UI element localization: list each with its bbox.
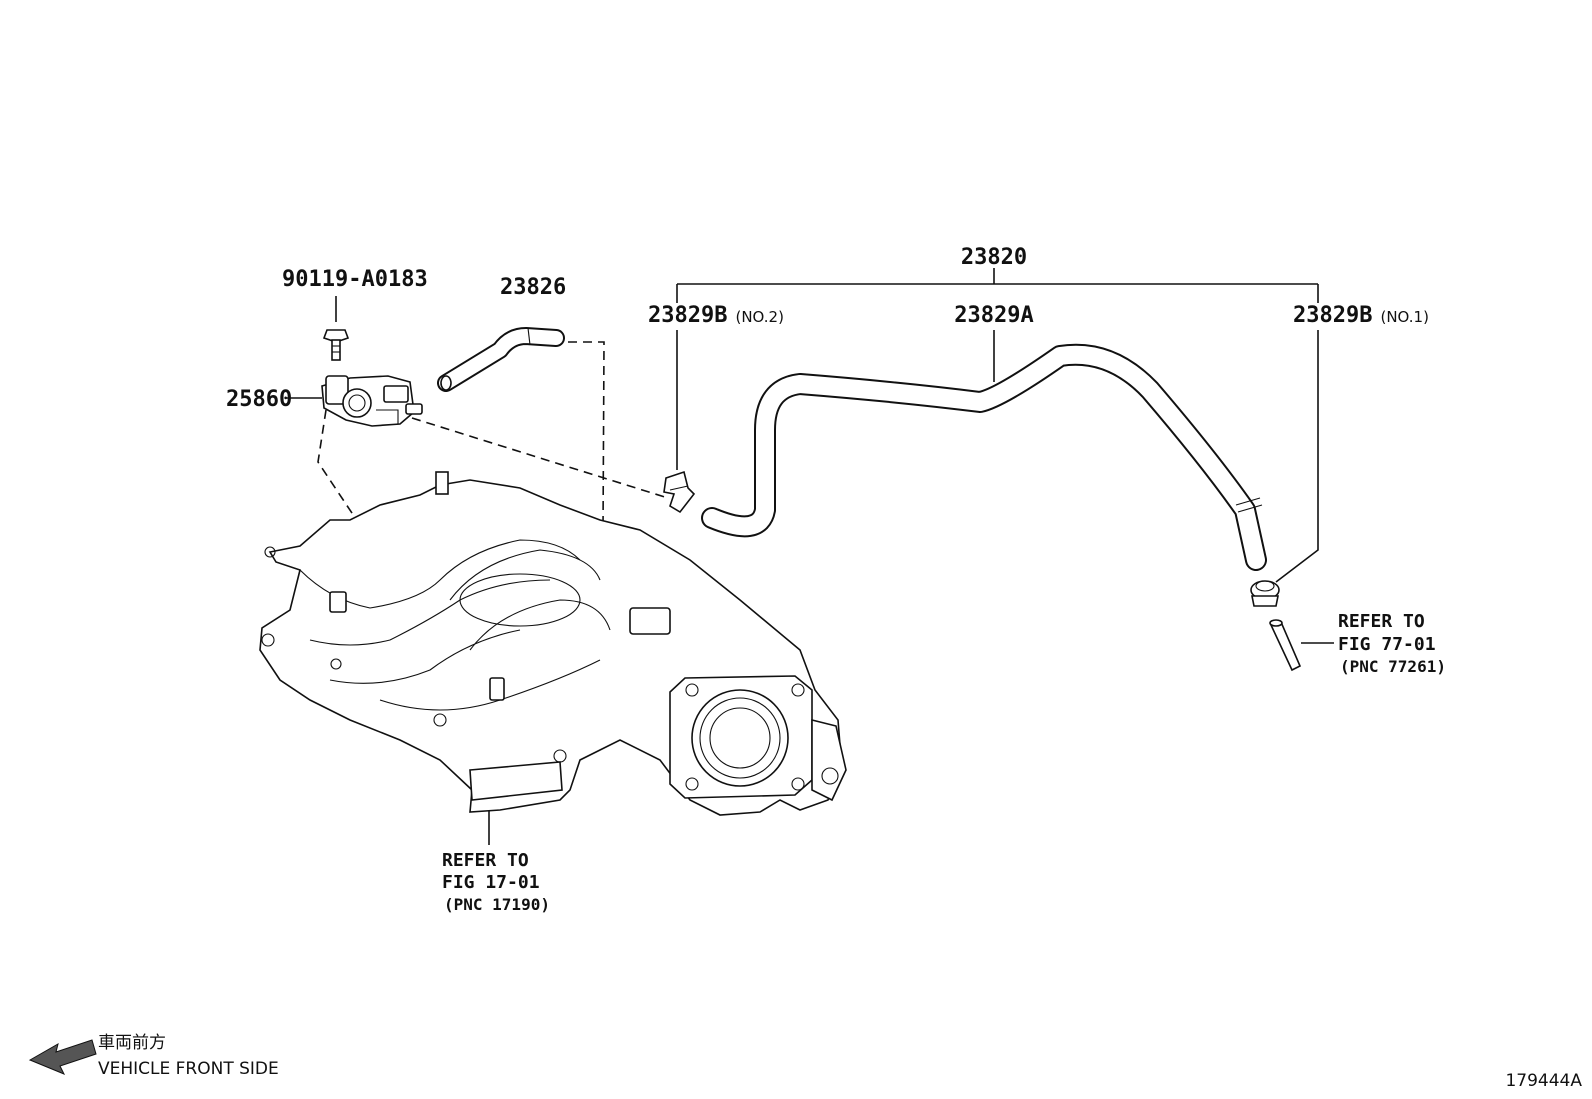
refer-fig-17-line3: (PNC 17190) bbox=[444, 895, 550, 914]
vehicle-front-label-en: VEHICLE FRONT SIDE bbox=[98, 1059, 279, 1079]
bolt bbox=[322, 329, 350, 361]
callout-23826: 23826 bbox=[500, 275, 566, 300]
diagram-id: 179444A bbox=[1505, 1071, 1582, 1091]
callout-23829b-no1-number: 23829B bbox=[1293, 303, 1372, 328]
refer-fig-17-line2: FIG 17-01 bbox=[442, 872, 540, 893]
vehicle-front-arrow-icon bbox=[28, 1039, 97, 1075]
leader-lines bbox=[286, 268, 1334, 845]
callout-25860: 25860 bbox=[226, 387, 292, 412]
hose-23829a bbox=[701, 343, 1267, 571]
callout-23829a: 23829A bbox=[954, 303, 1033, 328]
callout-23820: 23820 bbox=[961, 245, 1027, 270]
vsv-valve bbox=[321, 375, 423, 427]
refer-fig-77-note: REFER TO FIG 77-01 (PNC 77261) bbox=[1338, 611, 1446, 676]
callout-23829b-no1: 23829B (NO.1) bbox=[1293, 303, 1429, 328]
clamp-no2 bbox=[663, 470, 696, 514]
refer-fig-17-note: REFER TO FIG 17-01 (PNC 17190) bbox=[442, 850, 550, 914]
refer-fig-77-line2: FIG 77-01 bbox=[1338, 634, 1436, 655]
vehicle-front-label-jp: 車両前方 bbox=[98, 1033, 166, 1053]
refer-fig-17-line1: REFER TO bbox=[442, 850, 529, 871]
refer-fig-77-line3: (PNC 77261) bbox=[1340, 657, 1446, 676]
pipe-stub bbox=[1269, 619, 1302, 672]
hose-23826 bbox=[437, 327, 565, 392]
callout-23829b-no2: 23829B (NO.2) bbox=[648, 303, 784, 328]
callout-90119-a0183: 90119-A0183 bbox=[282, 267, 428, 292]
callout-23829b-no2-tag: (NO.2) bbox=[735, 308, 783, 326]
callout-23829b-no2-number: 23829B bbox=[648, 303, 727, 328]
throttle-body bbox=[669, 675, 847, 802]
callout-23829b-no1-tag: (NO.1) bbox=[1380, 308, 1428, 326]
refer-fig-77-line1: REFER TO bbox=[1338, 611, 1425, 632]
clamp-no1 bbox=[1250, 580, 1280, 607]
